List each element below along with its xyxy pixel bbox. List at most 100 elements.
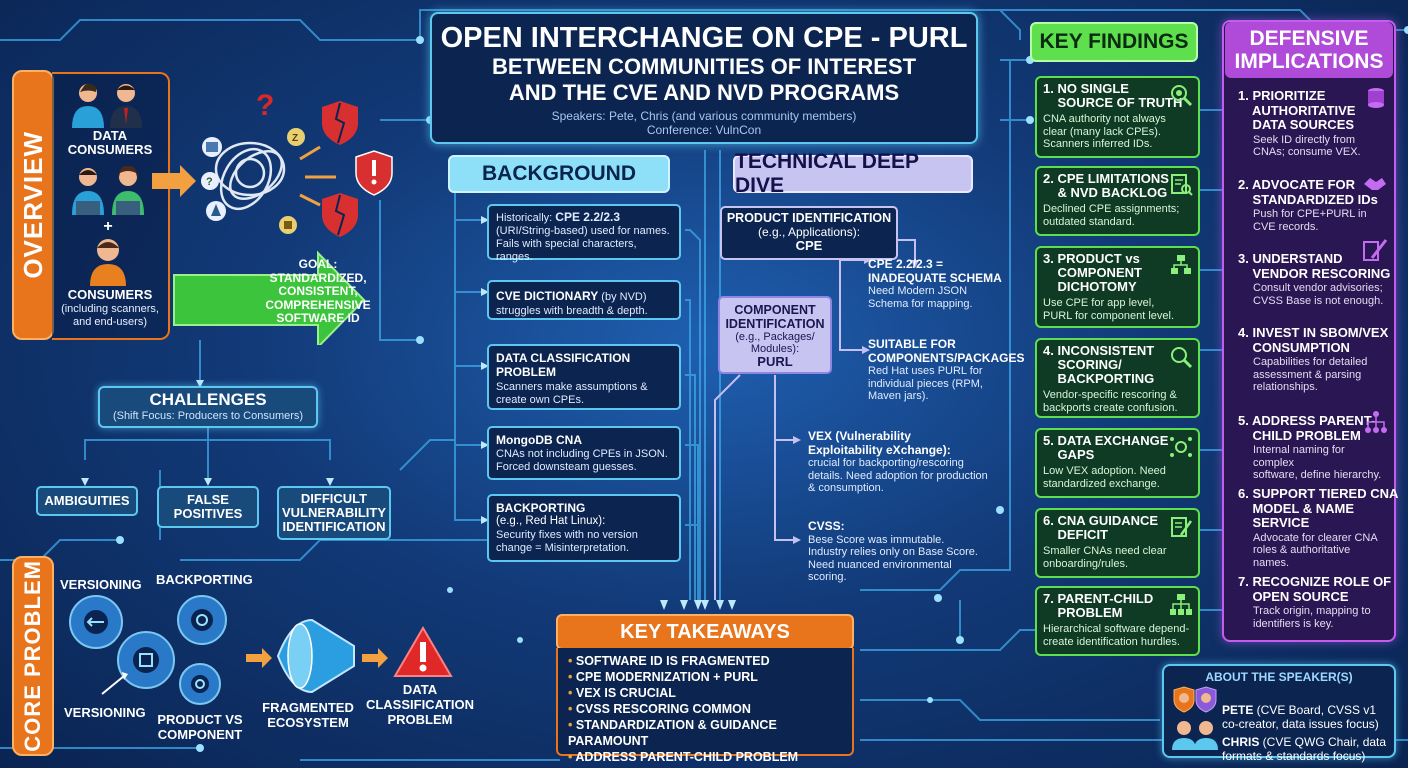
data-consumers-text: DATA CONSUMERS: [67, 128, 153, 157]
background-card-cpe: Historically: CPE 2.2/2.3 (URI/String-ba…: [487, 204, 681, 263]
background-card-mongodb: MongoDB CNA CNAs not including CPEs in J…: [487, 426, 681, 480]
database-icon: [1368, 88, 1384, 108]
findings-header: KEY FINDINGS: [1030, 22, 1198, 62]
challenge-difficult-identification: DIFFICULT VULNERABILITY IDENTIFICATION: [277, 486, 391, 540]
challenge-ambiguities: AMBIGUITIES: [36, 486, 138, 516]
finding-heading: 7. PARENT-CHILD PROBLEM: [1043, 591, 1154, 620]
suitable-heading: SUITABLE FOR COMPONENTS/PACKAGES: [868, 337, 1025, 365]
finding-5: 5. DATA EXCHANGE GAPS Low VEX adoption. …: [1035, 428, 1200, 498]
finding-desc: Declined CPE assignments; outdated stand…: [1043, 203, 1180, 228]
defense-3: 3. UNDERSTAND VENDOR RESCORING Consult v…: [1238, 251, 1390, 307]
org-chart-icon: [1170, 594, 1192, 615]
technical-title: TECHNICAL DEEP DIVE: [735, 150, 919, 197]
product-identification-box: PRODUCT IDENTIFICATION (e.g., Applicatio…: [720, 206, 898, 260]
svg-text:Z: Z: [292, 133, 298, 144]
overview-label: OVERVIEW: [12, 70, 54, 340]
takeaway-item: • CPE MODERNIZATION + PURL: [568, 670, 758, 684]
challenges-title: CHALLENGES: [149, 390, 267, 409]
document-pen-icon: [1171, 517, 1193, 537]
challenge-false-positives: FALSE POSITIVES: [157, 486, 259, 528]
suitable-components-text: SUITABLE FOR COMPONENTS/PACKAGES Red Hat…: [868, 337, 1025, 403]
cvss-desc: Bese Score was immutable. Industry relie…: [808, 533, 978, 584]
backporting-post: (e.g., Red Hat Linux):: [496, 515, 606, 527]
overview-panel: [52, 72, 170, 340]
svg-text:?: ?: [206, 176, 213, 188]
takeaway-item: • STANDARDIZATION & GUIDANCE PARAMOUNT: [568, 718, 777, 748]
magnifier-gear-icon: [1171, 85, 1193, 107]
consumers-text: CONSUMERS: [67, 287, 153, 302]
takeaway-text: CPE MODERNIZATION + PURL: [575, 670, 758, 684]
defense-desc: Push for CPE+PURL in CVE records.: [1253, 208, 1367, 233]
vex-desc: crucial for backporting/rescoring detail…: [808, 457, 988, 494]
finding-heading: 3. PRODUCT vs COMPONENT DICHOTOMY: [1043, 251, 1142, 294]
core-problem-label-text: CORE PROBLEM: [20, 560, 45, 752]
cve-dictionary-heading: CVE DICTIONARY: [496, 289, 599, 303]
takeaway-text: CVSS RESCORING COMMON: [575, 702, 751, 716]
defense-heading: 2. ADVOCATE FOR STANDARDIZED IDs: [1238, 177, 1378, 207]
document-search-icon: [1171, 174, 1193, 196]
takeaway-item: • SOFTWARE ID IS FRAGMENTED: [568, 654, 770, 668]
background-title: BACKGROUND: [482, 162, 636, 185]
finding-desc: Low VEX adoption. Need standardized exch…: [1043, 465, 1166, 490]
consumers-subtext: (including scanners, and end-users): [61, 303, 159, 328]
handshake-icon: [1364, 178, 1386, 190]
mongodb-desc: CNAs not including CPEs in JSON. Forced …: [496, 448, 668, 473]
consumer-person-icon: [90, 239, 126, 286]
cpe-desc: (URI/String-based) used for names.Fails …: [496, 225, 670, 263]
finding-6: 6. CNA GUIDANCE DEFICIT Smaller CNAs nee…: [1035, 508, 1200, 578]
suitable-desc: Red Hat uses PURL for individual pieces …: [868, 365, 983, 402]
cpe-heading: CPE 2.2/2.3: [555, 210, 621, 224]
versioning-bottom-label: VERSIONING: [64, 705, 146, 720]
plus-sign: +: [103, 218, 113, 235]
warning-icon: [393, 626, 453, 677]
defense-desc: Seek ID directly from CNAs; consume VEX.: [1253, 133, 1361, 159]
takeaway-item: • VEX IS CRUCIAL: [568, 686, 676, 700]
takeaway-text: SOFTWARE ID IS FRAGMENTED: [575, 654, 770, 668]
scanner-users-icon: [72, 165, 144, 215]
findings-title: KEY FINDINGS: [1039, 30, 1189, 53]
background-card-backporting: BACKPORTING (e.g., Red Hat Linux): Secur…: [487, 494, 681, 562]
title-panel: OPEN INTERCHANGE ON CPE - PURL BETWEEN C…: [430, 12, 978, 144]
component-id-heading: COMPONENT IDENTIFICATION: [725, 303, 825, 331]
hierarchy-icon: [1365, 411, 1387, 433]
cve-dictionary-desc: struggles with breadth & depth.: [496, 305, 648, 317]
data-class-heading: DATA CLASSIFICATION PROBLEM: [496, 351, 631, 379]
data-classification-label: DATA CLASSIFICATION PROBLEM: [365, 682, 475, 727]
speakers-title: ABOUT THE SPEAKER(S): [1205, 670, 1353, 684]
finding-desc: Smaller CNAs need clear onboarding/rules…: [1043, 545, 1167, 570]
finding-desc: CNA authority not always clear (many lac…: [1043, 113, 1166, 150]
vex-heading: VEX (Vulnerability Exploitability eXchan…: [808, 429, 951, 457]
cvss-text: CVSS: Bese Score was immutable. Industry…: [808, 519, 998, 584]
edit-document-icon: [1363, 239, 1388, 261]
overview-graphic: ? Z ?: [152, 89, 393, 345]
finding-7: 7. PARENT-CHILD PROBLEM Hierarchical sof…: [1035, 586, 1200, 656]
takeaways-header: KEY TAKEAWAYS: [556, 614, 854, 650]
vex-text: VEX (Vulnerability Exploitability eXchan…: [808, 429, 1008, 495]
fragmented-ecosystem-label: FRAGMENTED ECOSYSTEM: [262, 700, 354, 730]
component-id-sub: (e.g., Packages/ Modules):: [735, 331, 815, 355]
mongodb-heading: MongoDB CNA: [496, 433, 582, 447]
title-line-2: BETWEEN COMMUNITIES OF INTEREST: [491, 54, 917, 79]
svg-text:?: ?: [256, 89, 274, 122]
defensive-title: DEFENSIVE IMPLICATIONS: [1234, 27, 1384, 73]
magnifier-icon: [1171, 347, 1193, 369]
cpe-inadequate-desc: Need Modern JSON Schema for mapping.: [868, 285, 973, 310]
product-id-heading: PRODUCT IDENTIFICATION: [726, 211, 892, 225]
defense-5: 5. ADDRESS PARENT- CHILD PROBLEM Interna…: [1238, 413, 1388, 482]
backporting-desc: Security fixes with no version change = …: [496, 529, 638, 554]
finding-desc: Hierarchical software depend- create ide…: [1043, 623, 1190, 648]
data-class-desc: Scanners make assumptions & create own C…: [496, 381, 648, 406]
speakers-line: Speakers: Pete, Chris (and various commu…: [551, 109, 857, 123]
pete-desc: (CVE Board, CVSS v1 co-creator, data iss…: [1222, 703, 1379, 731]
finding-1: 1. NO SINGLE SOURCE OF TRUTH CNA authori…: [1035, 76, 1200, 158]
defense-7: 7. RECOGNIZE ROLE OF OPEN SOURCE Track o…: [1238, 574, 1391, 630]
finding-heading: 4. INCONSISTENT SCORING/ BACKPORTING: [1043, 343, 1155, 386]
defensive-panel: [1222, 20, 1396, 642]
backporting-heading: BACKPORTING: [496, 501, 586, 515]
cpe-inadequate-heading: CPE 2.2/2.3 = INADEQUATE SCHEMA: [868, 257, 1002, 285]
finding-heading: 5. DATA EXCHANGE GAPS: [1043, 433, 1169, 462]
background-card-cve-dictionary: CVE DICTIONARY (by NVD) struggles with b…: [487, 280, 681, 320]
takeaway-text: STANDARDIZATION & GUIDANCE PARAMOUNT: [568, 718, 777, 748]
finding-desc: Vendor-specific rescoring & backports cr…: [1043, 389, 1178, 414]
